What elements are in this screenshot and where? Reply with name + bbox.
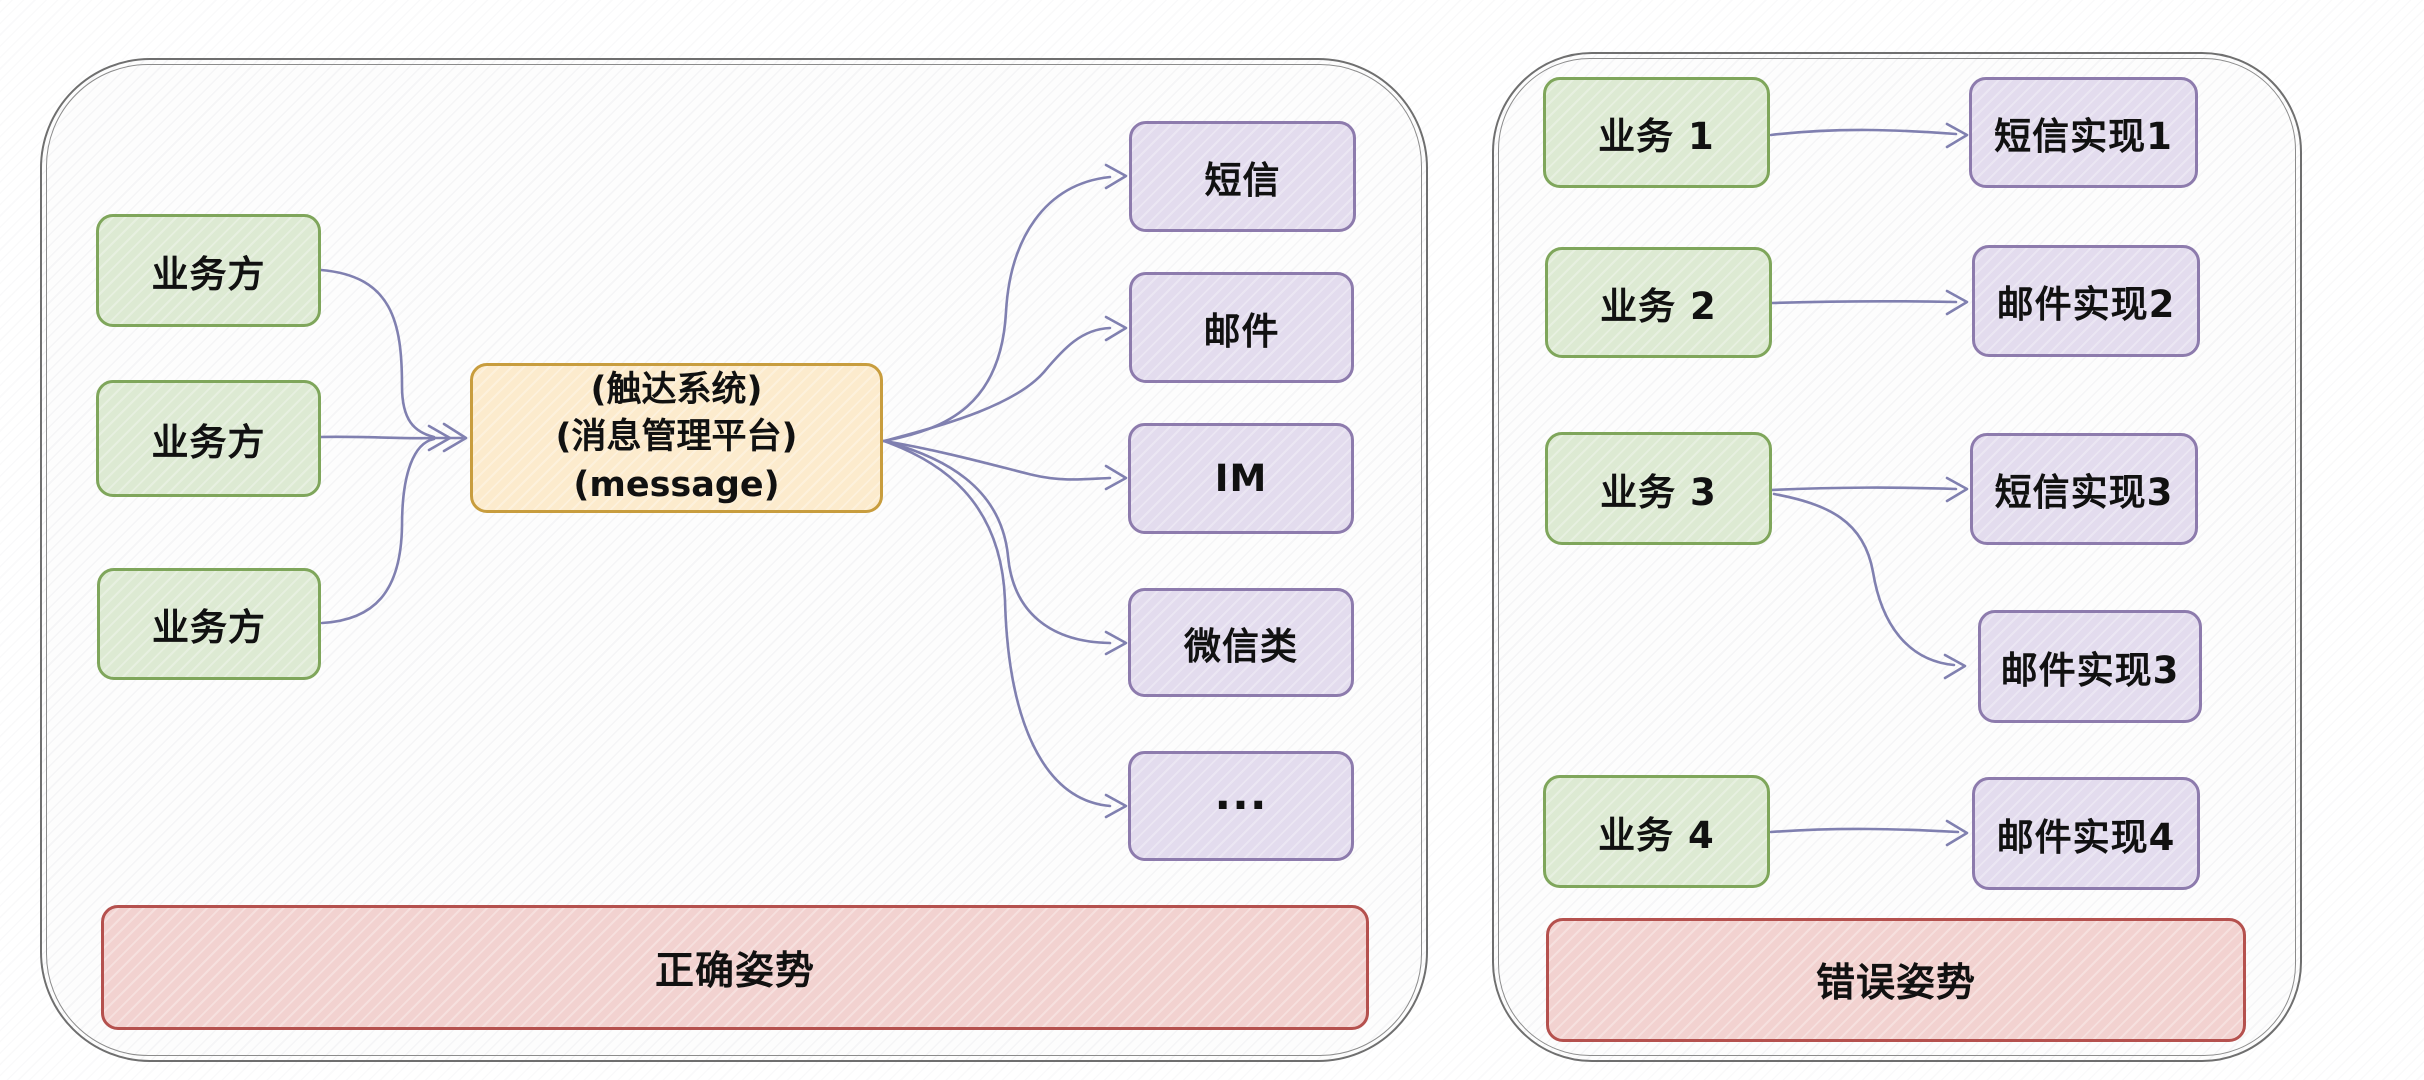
impl-1-label: 短信实现1 [1994,114,2173,158]
impl-4-label: 邮件实现3 [2000,648,2180,692]
hub-line-1: (触达系统) [590,369,763,410]
impl-box-sms-3: 短信实现3 [1970,433,2198,545]
channel-wechat-label: 微信类 [1184,624,1298,668]
channel-sms-label: 短信 [1204,158,1281,202]
channel-box-mail: 邮件 [1129,272,1354,383]
source-box-2: 业务方 [96,380,321,497]
impl-box-sms-1: 短信实现1 [1969,77,2198,188]
impl-box-mail-4: 邮件实现4 [1972,777,2200,890]
source-box-3: 业务方 [97,568,321,680]
impl-box-mail-2: 邮件实现2 [1972,245,2200,357]
wrong-approach-panel [1492,52,2302,1062]
service-4-label: 业务 4 [1598,813,1715,857]
source-box-1-label: 业务方 [151,252,266,296]
service-box-2: 业务 2 [1545,247,1772,358]
source-box-3-label: 业务方 [152,606,266,649]
channel-box-wechat: 微信类 [1128,588,1354,697]
source-box-2-label: 业务方 [151,420,266,464]
service-box-1: 业务 1 [1543,77,1770,188]
channel-more-label: ... [1214,768,1268,820]
hub-line-2: (消息管理平台) [555,417,798,458]
channel-mail-label: 邮件 [1203,309,1280,353]
caption-correct-label: 正确姿势 [654,948,815,994]
impl-3-label: 短信实现3 [1994,471,2174,514]
message-platform-hub: (触达系统) (消息管理平台) (message) [470,363,883,513]
impl-box-mail-3: 邮件实现3 [1978,610,2202,723]
hub-line-3: (message) [573,464,780,505]
channel-box-im: IM [1128,423,1354,534]
caption-correct-approach: 正确姿势 [101,905,1369,1030]
service-box-3: 业务 3 [1545,432,1772,545]
impl-5-label: 邮件实现4 [1996,815,2176,859]
service-box-4: 业务 4 [1543,775,1770,888]
service-1-label: 业务 1 [1598,114,1715,158]
channel-box-more: ... [1128,751,1354,861]
channel-im-label: IM [1214,457,1268,500]
impl-2-label: 邮件实现2 [1996,283,2176,326]
caption-wrong-label: 错误姿势 [1815,961,1976,1006]
source-box-1: 业务方 [96,214,321,327]
service-2-label: 业务 2 [1600,284,1717,328]
caption-wrong-approach: 错误姿势 [1546,918,2246,1042]
service-3-label: 业务 3 [1600,470,1717,514]
channel-box-sms: 短信 [1129,121,1356,232]
